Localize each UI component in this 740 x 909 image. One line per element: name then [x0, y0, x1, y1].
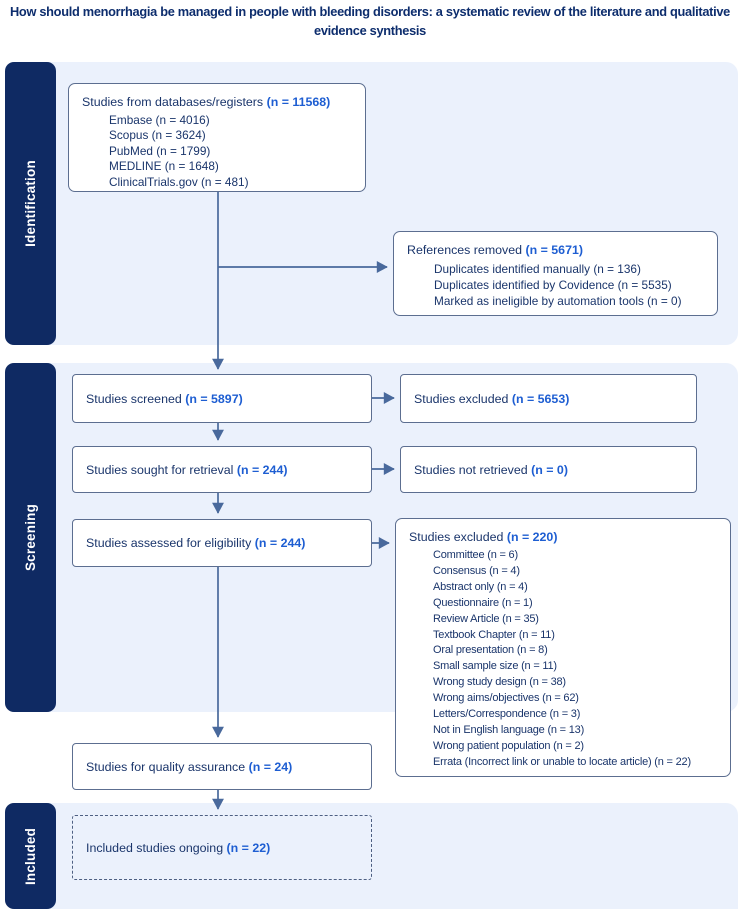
count-text: (n = 22): [226, 840, 271, 855]
box-studies-assessed-eligibility: Studies assessed for eligibility (n = 24…: [72, 519, 372, 567]
list-item: Consensus (n = 4): [433, 564, 520, 577]
box-studies-quality-assurance-label: Studies for quality assurance (n = 24): [86, 758, 292, 776]
sidebar-included-label: Included: [23, 827, 39, 885]
page-title: How should menorrhagia be managed in peo…: [9, 4, 730, 38]
label-text: Studies for quality assurance: [86, 759, 246, 774]
list-item: Embase (n = 4016): [109, 113, 210, 127]
box-studies-screened-label: Studies screened (n = 5897): [86, 390, 243, 408]
list-item: Wrong aims/objectives (n = 62): [433, 692, 579, 705]
box-references-removed: References removed (n = 5671) Duplicates…: [393, 231, 718, 316]
list-item: Small sample size (n = 11): [433, 660, 557, 673]
list-item: Oral presentation (n = 8): [433, 644, 548, 657]
included-panel: [36, 803, 738, 909]
label-text: Studies not retrieved: [414, 462, 528, 477]
box-studies-excluded-eligibility-items: Committee (n = 6) Consensus (n = 4) Abstra…: [409, 548, 724, 771]
box-studies-sought-retrieval: Studies sought for retrieval (n = 244): [72, 446, 372, 493]
list-item: Letters/Correspondence (n = 3): [433, 708, 581, 721]
box-included-studies-ongoing: Included studies ongoing (n = 22): [72, 815, 372, 880]
count-text: (n = 0): [531, 462, 568, 477]
list-item: Wrong patient population (n = 2): [433, 739, 584, 752]
list-item: ClinicalTrials.gov (n = 481): [109, 174, 249, 189]
count-text: (n = 244): [254, 536, 306, 550]
count-text: (n = 5671): [525, 243, 583, 257]
label-text: Studies from databases/registers: [82, 95, 264, 109]
box-references-removed-items: Duplicates identified manually (n = 136)…: [407, 261, 711, 309]
box-studies-screened: Studies screened (n = 5897): [72, 374, 372, 423]
label-text: Studies excluded: [414, 391, 509, 406]
label-text: Studies excluded: [409, 530, 504, 544]
list-item: Scopus (n = 3624): [109, 128, 206, 143]
list-item: PubMed (n = 1799): [109, 143, 211, 158]
box-studies-sought-retrieval-label: Studies sought for retrieval (n = 244): [86, 461, 287, 479]
box-included-studies-ongoing-label: Included studies ongoing (n = 22): [86, 839, 270, 857]
label-text: Studies assessed for eligibility: [86, 536, 252, 550]
box-databases-items: Embase (n = 4016)Scopus (n = 3624)PubMed…: [82, 113, 359, 190]
box-studies-excluded-eligibility: Studies excluded (n = 220) Committee (n …: [395, 518, 731, 777]
list-item: Wrong study design (n = 38): [433, 676, 566, 689]
box-studies-not-retrieved-label: Studies not retrieved (n = 0): [414, 461, 568, 479]
box-studies-not-retrieved: Studies not retrieved (n = 0): [400, 446, 697, 493]
box-references-removed-label: References removed (n = 5671): [407, 241, 711, 259]
box-studies-quality-assurance: Studies for quality assurance (n = 24): [72, 743, 372, 790]
count-text: (n = 244): [236, 462, 288, 477]
sidebar-included: Included: [5, 803, 56, 909]
list-item: Duplicates identified manually (n = 136): [434, 262, 641, 276]
count-text: (n = 220): [506, 530, 558, 544]
count-text: (n = 5653): [511, 391, 570, 406]
count-text: (n = 24): [248, 759, 293, 774]
count-text: (n = 11568): [266, 95, 331, 109]
sidebar-identification: Identification: [5, 62, 56, 345]
list-item: Review Article (n = 35): [433, 612, 539, 625]
box-studies-excluded-screening: Studies excluded (n = 5653): [400, 374, 697, 423]
box-databases-label: Studies from databases/registers (n = 11…: [82, 93, 359, 111]
box-studies-excluded-eligibility-label: Studies excluded (n = 220): [409, 528, 724, 546]
box-databases-registers: Studies from databases/registers (n = 11…: [68, 83, 366, 192]
sidebar-screening-label: Screening: [23, 503, 39, 572]
box-studies-excluded-screening-label: Studies excluded (n = 5653): [414, 390, 569, 408]
list-item: Committee (n = 6): [433, 549, 518, 561]
list-item: Textbook Chapter (n = 11): [433, 628, 555, 641]
list-item: Not in English language (n = 13): [433, 723, 585, 736]
count-text: (n = 5897): [185, 391, 243, 406]
list-item: MEDLINE (n = 1648): [109, 159, 219, 174]
sidebar-identification-label: Identification: [23, 160, 38, 247]
sidebar-screening: Screening: [5, 363, 56, 712]
label-text: Studies sought for retrieval: [86, 462, 234, 477]
label-text: Included studies ongoing: [86, 840, 224, 855]
box-studies-assessed-eligibility-label: Studies assessed for eligibility (n = 24…: [86, 534, 305, 552]
label-text: References removed: [407, 243, 523, 257]
list-item: Questionnaire (n = 1): [433, 596, 533, 609]
list-item: Marked as ineligible by automation tools…: [434, 294, 682, 308]
list-item: Errata (Incorrect link or unable to loca…: [433, 755, 691, 768]
list-item: Duplicates identified by Covidence (n = …: [434, 278, 672, 292]
label-text: Studies screened: [86, 391, 182, 406]
list-item: Abstract only (n = 4): [433, 580, 528, 593]
